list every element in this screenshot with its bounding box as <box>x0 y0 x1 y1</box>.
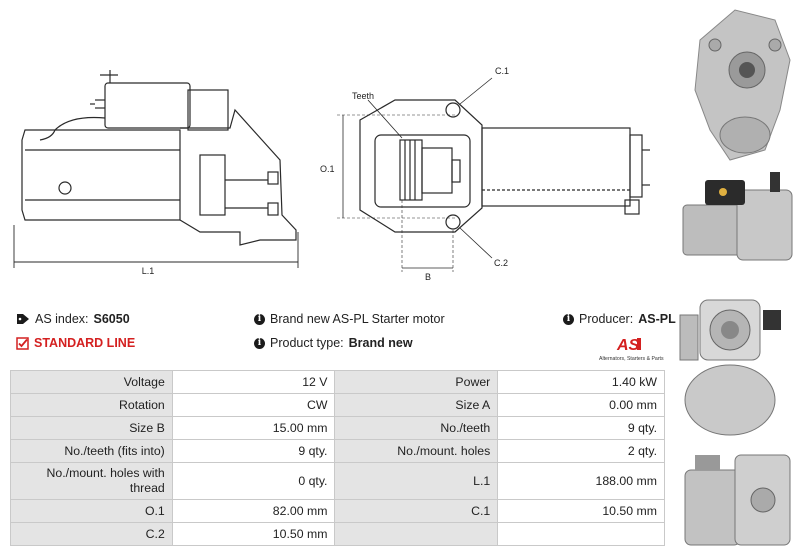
spec-value: 12 V <box>171 370 336 394</box>
spec-value: 10.50 mm <box>171 522 336 546</box>
as-pl-logo: AS Alternators, Starters & Parts <box>597 334 667 362</box>
spec-label: No./mount. holes with thread <box>10 462 173 500</box>
spec-label: Size B <box>10 416 173 440</box>
description: i Brand new AS-PL Starter motor <box>254 312 445 326</box>
spec-label: No./mount. holes <box>334 439 499 463</box>
spec-label: L.1 <box>334 462 499 500</box>
checkbox-checked-icon <box>16 336 29 350</box>
photo-front-view <box>677 2 798 164</box>
technical-drawings: L.1 Teeth C.1 C.2 O.1 B <box>13 66 650 282</box>
as-index: AS index: S6050 <box>16 312 130 326</box>
product-info: AS index: S6050 i Brand new AS-PL Starte… <box>10 312 676 362</box>
spec-label: No./teeth (fits into) <box>10 439 173 463</box>
spec-value: 9 qty. <box>171 439 336 463</box>
photo-bottom-view <box>677 446 798 556</box>
as-logo-mark: AS Alternators, Starters & Parts <box>599 337 664 362</box>
spec-value: CW <box>171 393 336 417</box>
c2-label: C.2 <box>494 258 508 268</box>
product-type-label: Product type: <box>270 336 344 350</box>
spec-value: 1.40 kW <box>497 370 665 394</box>
producer-label: Producer: <box>579 312 634 326</box>
spec-label: No./teeth <box>334 416 499 440</box>
l1-dimension-label: L.1 <box>142 266 155 276</box>
spec-value: 9 qty. <box>497 416 665 440</box>
info-icon: i <box>563 313 574 325</box>
table-row: No./teeth (fits into)9 qty.No./mount. ho… <box>10 439 665 463</box>
spec-label: Rotation <box>10 393 173 417</box>
info-icon: i <box>254 313 265 325</box>
teeth-label: Teeth <box>352 91 374 101</box>
info-icon: i <box>254 337 265 349</box>
producer-value: AS-PL <box>638 312 676 326</box>
standard-line: STANDARD LINE <box>16 336 135 350</box>
spec-value: 2 qty. <box>497 439 665 463</box>
spec-label <box>334 522 499 546</box>
spec-value: 10.50 mm <box>497 499 665 523</box>
side-view-drawing <box>13 70 299 268</box>
spec-value: 188.00 mm <box>497 462 665 500</box>
svg-text:Alternators, Starters & Parts: Alternators, Starters & Parts <box>599 356 664 362</box>
spec-value: 0 qty. <box>171 462 336 500</box>
spec-value: 0.00 mm <box>497 393 665 417</box>
spec-value: 82.00 mm <box>171 499 336 523</box>
o1-label: O.1 <box>320 164 335 174</box>
front-view-drawing <box>337 77 650 272</box>
producer: i Producer: AS-PL <box>563 312 676 326</box>
spec-label: C.1 <box>334 499 499 523</box>
as-index-value: S6050 <box>93 312 130 326</box>
c1-label: C.1 <box>495 66 509 76</box>
spec-label: C.2 <box>10 522 173 546</box>
tag-icon <box>17 314 29 324</box>
as-index-label: AS index: <box>35 312 89 326</box>
photo-top-view <box>677 282 798 442</box>
product-type-value: Brand new <box>348 336 413 350</box>
description-text: Brand new AS-PL Starter motor <box>270 312 445 326</box>
spec-label: Power <box>334 370 499 394</box>
product-type: i Product type: Brand new <box>254 336 413 350</box>
product-photos <box>677 2 798 556</box>
spec-label: O.1 <box>10 499 173 523</box>
spec-label: Voltage <box>10 370 173 394</box>
b-label: B <box>425 272 431 282</box>
spec-label: Size A <box>334 393 499 417</box>
svg-text:AS: AS <box>616 337 640 354</box>
spec-value: 15.00 mm <box>171 416 336 440</box>
photo-side-view <box>677 168 798 278</box>
standard-line-text: STANDARD LINE <box>34 336 136 350</box>
spec-value <box>497 522 665 546</box>
